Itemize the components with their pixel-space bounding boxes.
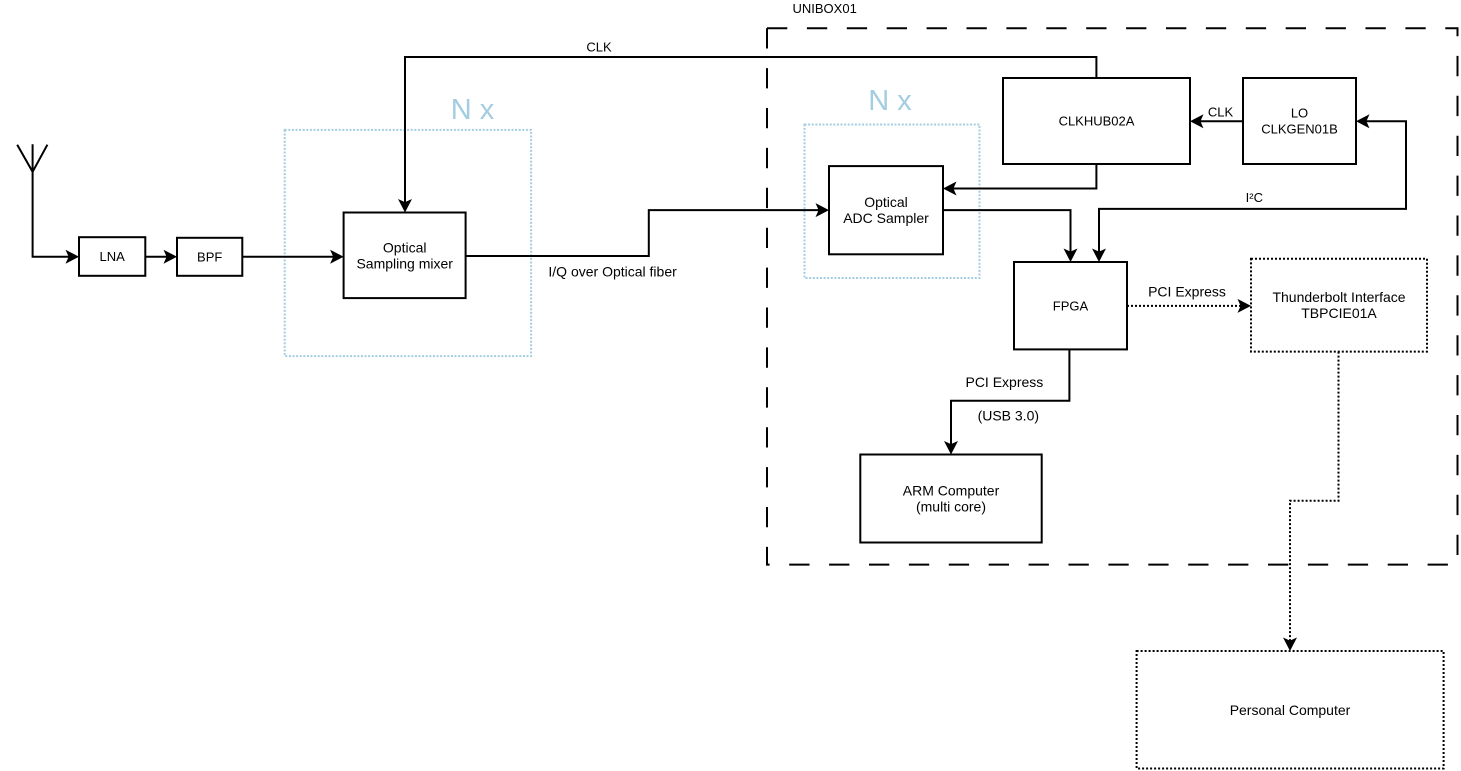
svg-text:(multi core): (multi core) xyxy=(916,499,986,515)
svg-text:I²C: I²C xyxy=(1246,190,1263,205)
svg-text:Optical: Optical xyxy=(383,239,427,255)
svg-text:N x: N x xyxy=(451,94,495,126)
svg-text:TBPCIE01A: TBPCIE01A xyxy=(1301,305,1377,321)
svg-text:PCI Express: PCI Express xyxy=(965,374,1043,390)
svg-text:CLKHUB02A: CLKHUB02A xyxy=(1059,114,1135,129)
svg-text:LNA: LNA xyxy=(100,249,126,264)
svg-text:PCI Express: PCI Express xyxy=(1148,283,1226,299)
svg-text:Optical: Optical xyxy=(864,194,908,210)
svg-text:FPGA: FPGA xyxy=(1053,298,1089,313)
svg-text:CLKGEN01B: CLKGEN01B xyxy=(1261,122,1338,137)
svg-text:Sampling mixer: Sampling mixer xyxy=(356,255,453,271)
svg-text:ARM Computer: ARM Computer xyxy=(903,483,1000,499)
svg-text:I/Q over Optical fiber: I/Q over Optical fiber xyxy=(548,264,677,280)
svg-text:(USB 3.0): (USB 3.0) xyxy=(978,408,1039,424)
svg-text:N x: N x xyxy=(868,85,912,117)
svg-text:UNIBOX01: UNIBOX01 xyxy=(793,1,857,16)
svg-text:CLK: CLK xyxy=(1208,105,1234,120)
svg-text:BPF: BPF xyxy=(197,249,222,264)
svg-text:Personal Computer: Personal Computer xyxy=(1230,702,1351,718)
svg-text:Thunderbolt Interface: Thunderbolt Interface xyxy=(1272,289,1405,305)
svg-text:LO: LO xyxy=(1291,106,1308,121)
svg-text:ADC Sampler: ADC Sampler xyxy=(843,210,929,226)
svg-text:CLK: CLK xyxy=(586,40,612,55)
